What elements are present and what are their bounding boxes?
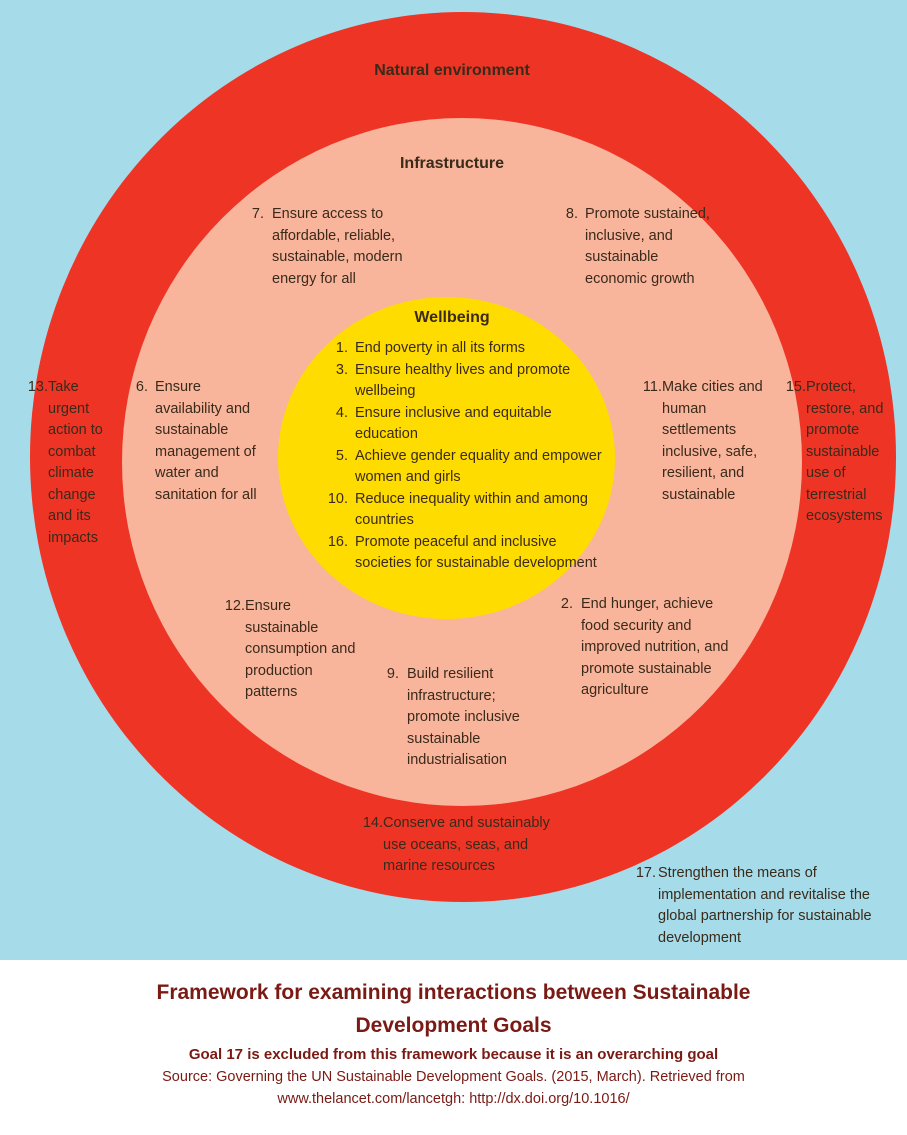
goal-text: End hunger, achieve food security and im… [581, 596, 729, 698]
goal-text: Ensure availability and sustainable mana… [155, 379, 257, 503]
goal-number: 15. [785, 379, 806, 395]
goal-text: Conserve and sustainably use oceans, sea… [383, 815, 550, 874]
figure-caption: Framework for examining interactions bet… [0, 962, 907, 1110]
goal-number: 10. [327, 490, 348, 507]
goal-6: 6. Ensure availability and sustainable m… [132, 377, 267, 506]
goal-14: 14. Conserve and sustainably use oceans,… [361, 813, 566, 878]
goal-11: 11. Make cities and human settlements in… [640, 377, 772, 506]
goal-number: 3. [335, 361, 348, 378]
goal-text: Ensure access to affordable, reliable, s… [272, 206, 403, 287]
caption-title: Framework for examining interactions bet… [156, 981, 751, 1037]
goal-15: 15. Protect, restore, and promote sustai… [784, 377, 896, 528]
sdg-framework-diagram: Natural environment Infrastructure Wellb… [0, 0, 907, 960]
goal-number: 4. [335, 404, 348, 421]
caption-source: Source: Governing the UN Sustainable Dev… [162, 1069, 745, 1107]
goal-10: 10. Reduce inequality within and among co… [326, 489, 616, 532]
goal-text: Protect, restore, and promote sustainabl… [806, 379, 884, 524]
goal-number: 9. [386, 666, 399, 682]
goal-number: 11. [642, 379, 662, 395]
goal-number: 12. [224, 598, 245, 614]
goal-text: Ensure sustainable consumption and produ… [245, 598, 356, 700]
goal-2: 2. End hunger, achieve food security and… [559, 594, 734, 702]
goal-number: 14. [362, 815, 383, 831]
wellbeing-circle [278, 297, 615, 619]
goal-text: Reduce inequality within and among count… [355, 490, 588, 529]
goal-text: Ensure inclusive and equitable education [355, 404, 552, 443]
goal-text: End poverty in all its forms [355, 340, 526, 356]
goal-number: 17. [635, 865, 656, 881]
goal-text: Take urgent action to combat climate cha… [48, 379, 103, 546]
goal-number: 1. [335, 340, 348, 356]
goal-4: 4. Ensure inclusive and equitable educati… [326, 403, 616, 446]
goal-text: Ensure healthy lives and promote wellbei… [355, 361, 571, 400]
infrastructure-label: Infrastructure [399, 155, 505, 172]
wellbeing-goal-list: 1. End poverty in all its forms 3. Ensure … [326, 338, 616, 575]
wellbeing-label: Wellbeing [414, 309, 490, 326]
goal-text: Achieve gender equality and empower wome… [355, 447, 602, 486]
goal-1: 1. End poverty in all its forms [326, 338, 616, 360]
goal-7: 7. Ensure access to affordable, reliable… [248, 204, 423, 290]
goal-3: 3. Ensure healthy lives and promote wellb… [326, 360, 616, 403]
goal-number: 5. [335, 447, 348, 464]
goal-text: Promote peaceful and inclusive societies… [355, 533, 597, 572]
goal-13: 13. Take urgent action to combat climate… [26, 377, 122, 549]
goal-12: 12. Ensure sustainable consumption and p… [223, 596, 363, 704]
goal-5: 5. Achieve gender equality and empower wo… [326, 446, 616, 489]
caption-note: Goal 17 is excluded from this framework … [188, 1046, 719, 1063]
goal-number: 7. [251, 206, 264, 222]
goal-16: 16. Promote peaceful and inclusive societ… [326, 532, 616, 575]
goal-text: Strengthen the means of implementation a… [658, 865, 872, 946]
goal-number: 2. [560, 596, 573, 612]
goal-number: 6. [135, 379, 148, 395]
goal-text: Promote sustained, inclusive, and sustai… [585, 206, 710, 287]
goal-number: 13. [27, 379, 48, 395]
goal-number: 8. [565, 206, 578, 222]
goal-text: Make cities and human settlements inclus… [662, 379, 763, 503]
goal-9: 9. Build resilient infrastructure; promo… [385, 664, 545, 772]
goal-text: Build resilient infrastructure; promote … [407, 666, 520, 768]
goal-17: 17. Strengthen the means of implementati… [634, 863, 902, 949]
goal-8: 8. Promote sustained, inclusive, and sus… [562, 204, 717, 290]
goal-number: 16. [327, 533, 348, 550]
natural-environment-label: Natural environment [374, 62, 530, 79]
